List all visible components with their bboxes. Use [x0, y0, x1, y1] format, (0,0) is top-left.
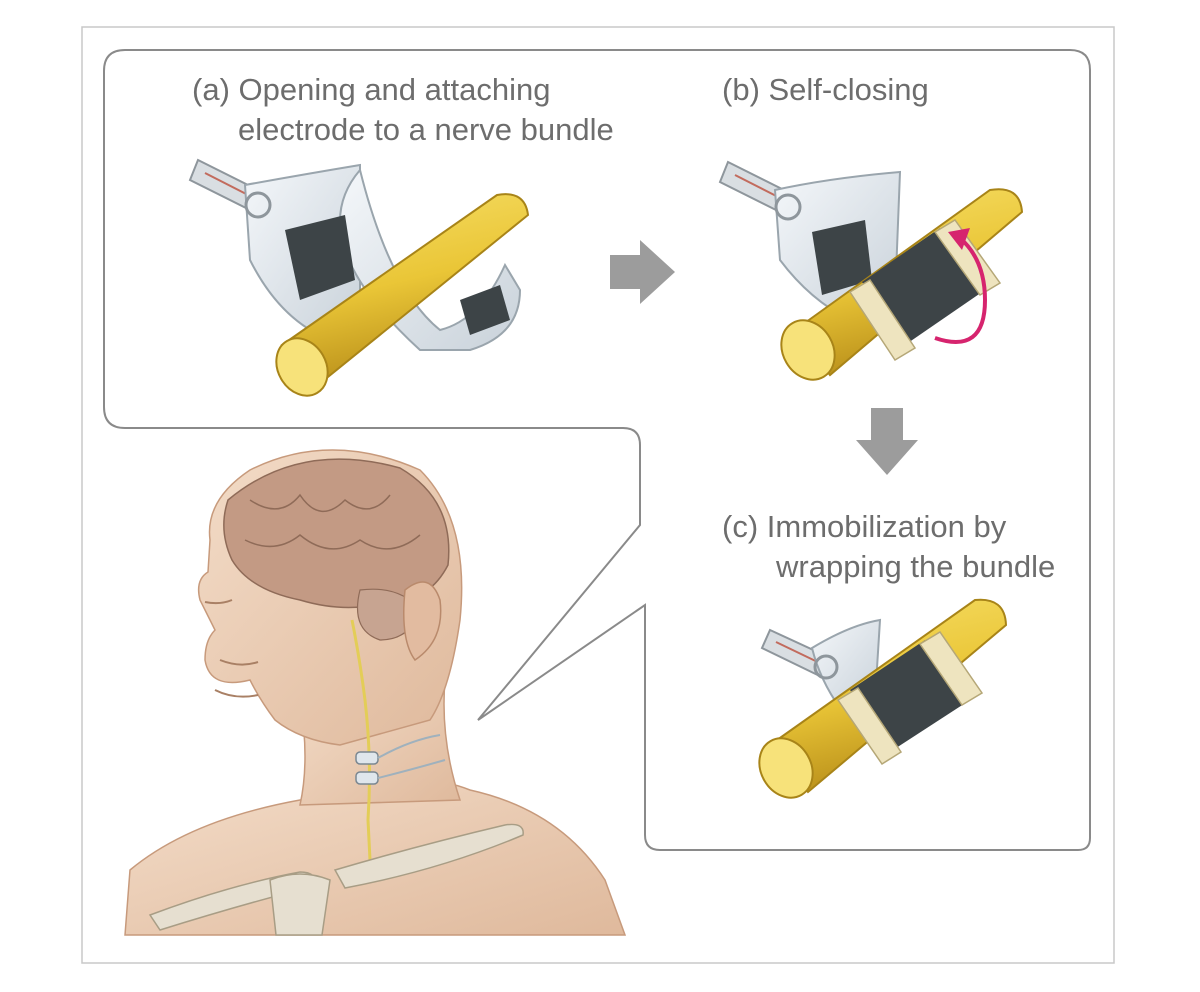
step-c-label-line2: wrapping the bundle: [776, 547, 1055, 587]
down-arrow-icon: [856, 408, 918, 475]
nerve-end: [275, 337, 329, 397]
electrode-open-illustration: [188, 158, 530, 397]
step-c-line1: (c) Immobilization by: [722, 509, 1007, 544]
step-b-line1: (b) Self-closing: [722, 72, 929, 107]
head-anatomy-illustration: [124, 449, 627, 936]
nerve-bundle: [280, 193, 530, 387]
clavicle-bone: [333, 823, 524, 889]
step-a-line1: (a) Opening and attaching: [192, 72, 551, 107]
callout-panel: [103, 49, 1091, 851]
step-a-line2: electrode to a nerve bundle: [238, 112, 614, 147]
probe-ring-icon: [244, 191, 272, 219]
step-a-label-line2: electrode to a nerve bundle: [238, 110, 614, 150]
implanted-electrode: [355, 771, 379, 785]
vagus-nerve: [350, 619, 372, 861]
step-b-label: (b) Self-closing: [722, 70, 929, 110]
implanted-electrode: [355, 751, 379, 765]
step-c-label: (c) Immobilization by: [722, 507, 1006, 547]
electrode-wrapped-illustration: [758, 598, 1008, 799]
electrode-pad: [460, 285, 510, 335]
electrode-pad: [812, 220, 872, 295]
right-arrow-icon: [610, 240, 675, 304]
closing-arrow-icon: [934, 236, 988, 344]
step-c-line2: wrapping the bundle: [776, 549, 1056, 584]
electrode-pad: [285, 215, 355, 300]
sternum-bone: [269, 873, 331, 936]
step-a-label: (a) Opening and attaching: [192, 70, 550, 110]
